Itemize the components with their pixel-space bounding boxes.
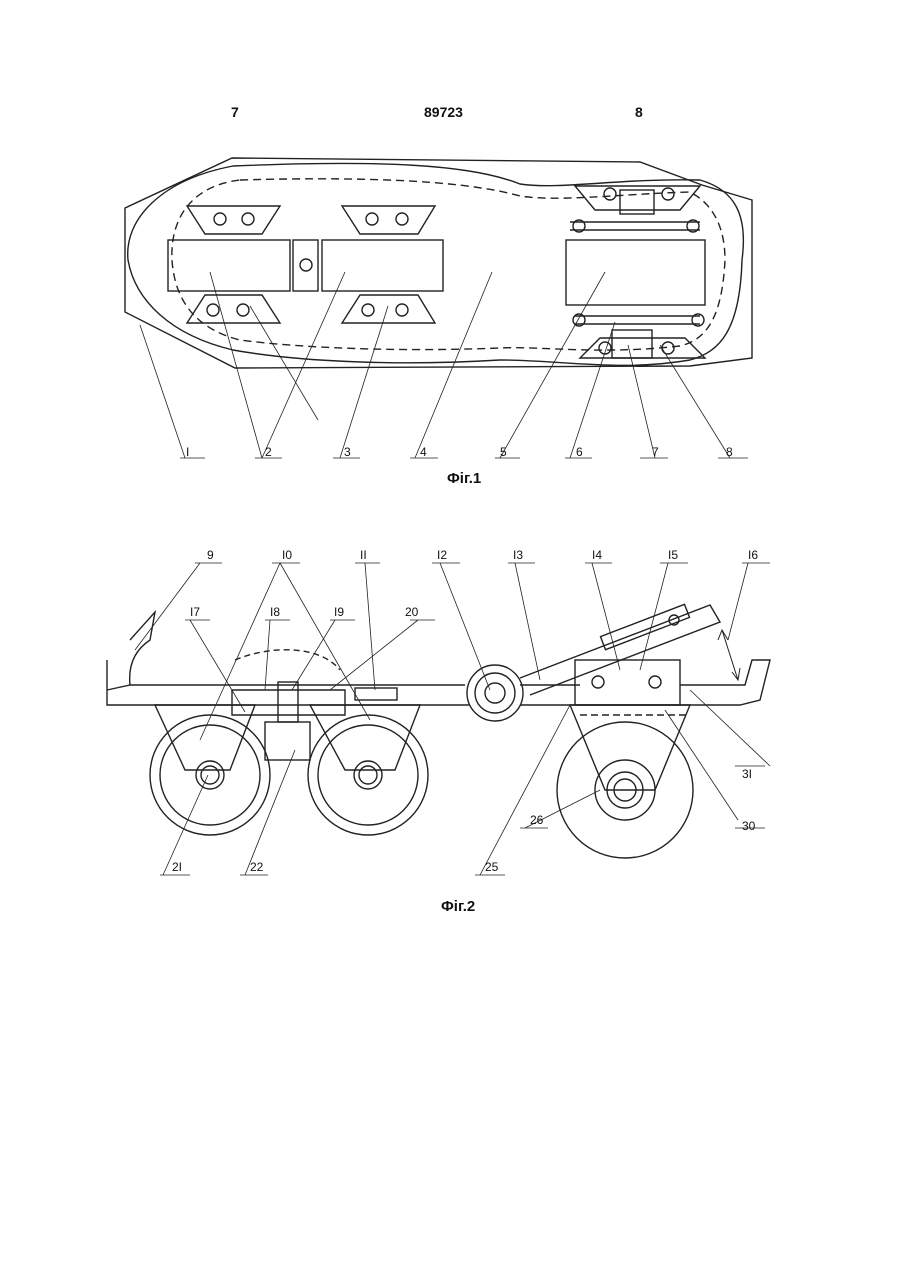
fig2-label: 25 — [485, 860, 499, 874]
fig1-label: 2 — [265, 445, 272, 459]
fig1-label: 7 — [652, 445, 659, 459]
fig2-label: I9 — [334, 605, 344, 619]
fig2-label: I7 — [190, 605, 200, 619]
fig2-label: 9 — [207, 548, 214, 562]
fig2-label: I4 — [592, 548, 602, 562]
fig2-label: 2I — [172, 860, 182, 874]
fig1-label: 6 — [576, 445, 583, 459]
fig2-label: 22 — [250, 860, 264, 874]
fig2-drawing — [107, 563, 770, 875]
fig2-label: I2 — [437, 548, 447, 562]
fig1-labels: I 2 3 4 5 6 7 8 — [186, 445, 733, 459]
fig2-label: 26 — [530, 813, 544, 827]
fig2-label: I5 — [668, 548, 678, 562]
fig1-label: 3 — [344, 445, 351, 459]
fig1-label: 5 — [500, 445, 507, 459]
fig2-label: I6 — [748, 548, 758, 562]
fig1-label: 8 — [726, 445, 733, 459]
fig2-label: 3I — [742, 767, 752, 781]
figure-2-caption: Фіг.2 — [441, 898, 475, 915]
fig2-label: II — [360, 548, 367, 562]
fig1-label: 4 — [420, 445, 427, 459]
fig1-label: I — [186, 445, 189, 459]
figure-1-caption: Фіг.1 — [447, 470, 481, 487]
fig2-label: I3 — [513, 548, 523, 562]
fig2-label: 30 — [742, 819, 756, 833]
fig2-labels: 9 I0 II I2 I3 I4 I5 I6 I7 I8 I9 20 2I 22… — [172, 548, 758, 874]
fig1-drawing — [125, 158, 752, 458]
fig2-label: I8 — [270, 605, 280, 619]
fig2-label: 20 — [405, 605, 419, 619]
fig2-label: I0 — [282, 548, 292, 562]
